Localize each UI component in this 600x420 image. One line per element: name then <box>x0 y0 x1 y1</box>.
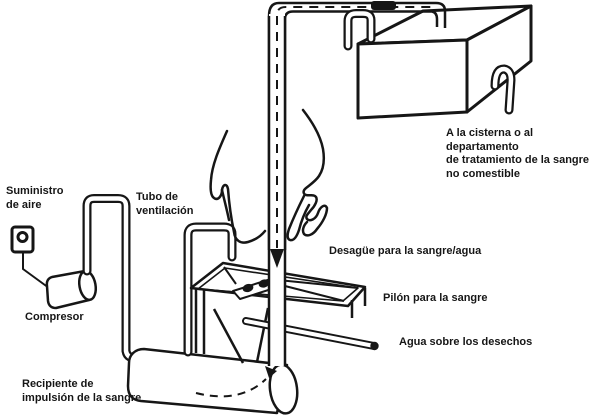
label-blood-vessel: Recipiente de impulsión de la sangre <box>22 378 142 404</box>
air-cord <box>22 253 50 289</box>
label-drain: Desagüe para la sangre/agua <box>329 245 482 257</box>
label-vent-tube: Tubo de ventilación <box>136 191 194 217</box>
pipe-hook-icon <box>343 9 376 51</box>
cistern-tank <box>356 4 533 120</box>
knife-blade-tip <box>270 249 284 268</box>
hollow-knife-tube <box>265 14 287 378</box>
hand <box>209 108 329 244</box>
air-outlet-icon <box>10 225 50 289</box>
label-cistern: A la cisterna o al departamento de trata… <box>446 127 590 180</box>
blood-vessel-cylinder <box>126 347 299 415</box>
flow-arrow-icon <box>265 366 277 378</box>
compressor-air-pipe <box>82 194 138 363</box>
ventilation-tube <box>183 222 237 357</box>
tank-drain-hook-icon <box>490 64 516 115</box>
label-air-supply: Suministro de aire <box>6 185 64 211</box>
trough-left-leg <box>194 289 206 354</box>
label-compressor: Compresor <box>25 311 84 323</box>
blood-pipe-to-tank <box>267 1 447 250</box>
label-trough: Pilón para la sangre <box>383 292 488 304</box>
label-waste-water: Agua sobre los desechos <box>399 336 533 348</box>
waste-water-pipe <box>242 317 379 351</box>
compressor-body <box>45 269 98 310</box>
trough-right-legs <box>350 288 367 318</box>
